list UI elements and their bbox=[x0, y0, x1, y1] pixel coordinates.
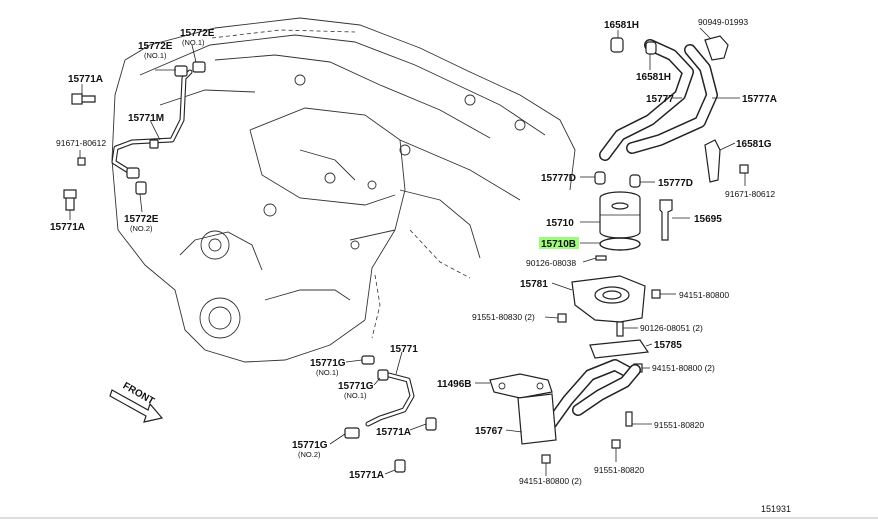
figure-number: 151931 bbox=[761, 504, 791, 514]
label-91551-80820-1[interactable]: 91551-80820 bbox=[654, 420, 704, 430]
label-90949-01993[interactable]: 90949-01993 bbox=[698, 17, 748, 27]
label-15771g-3[interactable]: 15771G bbox=[292, 440, 328, 451]
label-91551-80820-2[interactable]: 91551-80820 bbox=[594, 465, 644, 475]
label-16581h-1[interactable]: 16581H bbox=[604, 20, 639, 31]
label-91671-80612-right[interactable]: 91671-80612 bbox=[725, 189, 775, 199]
label-91671-80612-left[interactable]: 91671-80612 bbox=[56, 138, 106, 148]
label-15772e-low-sub: (NO.2) bbox=[130, 224, 153, 233]
label-94151-80800-1[interactable]: 94151-80800 bbox=[679, 290, 729, 300]
label-94151-80800-2[interactable]: 94151-80800 (2) bbox=[652, 363, 715, 373]
front-arrow: FRONT bbox=[109, 381, 164, 423]
leader-lines bbox=[69, 27, 746, 476]
label-11496b[interactable]: 11496B bbox=[437, 379, 471, 390]
label-15771g-2-sub: (NO.1) bbox=[344, 391, 367, 400]
label-15771[interactable]: 15771 bbox=[390, 344, 418, 355]
label-15777d-2[interactable]: 15777D bbox=[658, 178, 693, 189]
label-16581h-2[interactable]: 16581H bbox=[636, 72, 671, 83]
label-91551-80830[interactable]: 91551-80830 (2) bbox=[472, 312, 535, 322]
label-15710b[interactable]: 15710B bbox=[541, 239, 576, 250]
oil-cooler-assembly bbox=[557, 191, 673, 373]
label-15771a-3[interactable]: 15771A bbox=[376, 427, 411, 438]
label-15771a-2[interactable]: 15771A bbox=[50, 222, 85, 233]
label-15767[interactable]: 15767 bbox=[475, 426, 503, 437]
label-15771g-1-sub: (NO.1) bbox=[316, 368, 339, 377]
label-15785[interactable]: 15785 bbox=[654, 340, 682, 351]
label-15772e-top-sub: (NO.1) bbox=[182, 38, 205, 47]
left-oil-pipe bbox=[63, 61, 206, 211]
coolant-hoses bbox=[594, 35, 749, 188]
label-94151-80800-3[interactable]: 94151-80800 (2) bbox=[519, 476, 582, 486]
label-15781[interactable]: 15781 bbox=[520, 279, 548, 290]
label-15777d-1[interactable]: 15777D bbox=[541, 173, 576, 184]
label-15777a[interactable]: 15777A bbox=[742, 94, 777, 105]
water-pipe-assembly bbox=[489, 359, 641, 464]
label-15710[interactable]: 15710 bbox=[546, 218, 574, 229]
part-labels: 15772E (NO.1) 15772E (NO.1) 15771A 15771… bbox=[50, 17, 791, 514]
highlight-15710b bbox=[539, 237, 579, 249]
label-16581g[interactable]: 16581G bbox=[736, 139, 772, 150]
label-15772e-mid[interactable]: 15772E bbox=[138, 41, 173, 52]
label-15772e-low[interactable]: 15772E bbox=[124, 214, 159, 225]
label-90126-08038[interactable]: 90126-08038 bbox=[526, 258, 576, 268]
label-15771a-4[interactable]: 15771A bbox=[349, 470, 384, 481]
label-15771g-1[interactable]: 15771G bbox=[310, 358, 346, 369]
label-15772e-top[interactable]: 15772E bbox=[180, 28, 215, 39]
lower-oil-pipe bbox=[344, 355, 437, 473]
label-15771a-1[interactable]: 15771A bbox=[68, 74, 103, 85]
label-15771m[interactable]: 15771M bbox=[128, 113, 164, 124]
label-90126-08051[interactable]: 90126-08051 (2) bbox=[640, 323, 703, 333]
label-15771g-3-sub: (NO.2) bbox=[298, 450, 321, 459]
label-15777[interactable]: 15777 bbox=[646, 94, 674, 105]
engine-details bbox=[199, 74, 526, 339]
label-15772e-mid-sub: (NO.1) bbox=[144, 51, 167, 60]
engine-block-outline bbox=[111, 17, 576, 363]
label-15695[interactable]: 15695 bbox=[694, 214, 722, 225]
label-15771g-2[interactable]: 15771G bbox=[338, 381, 374, 392]
